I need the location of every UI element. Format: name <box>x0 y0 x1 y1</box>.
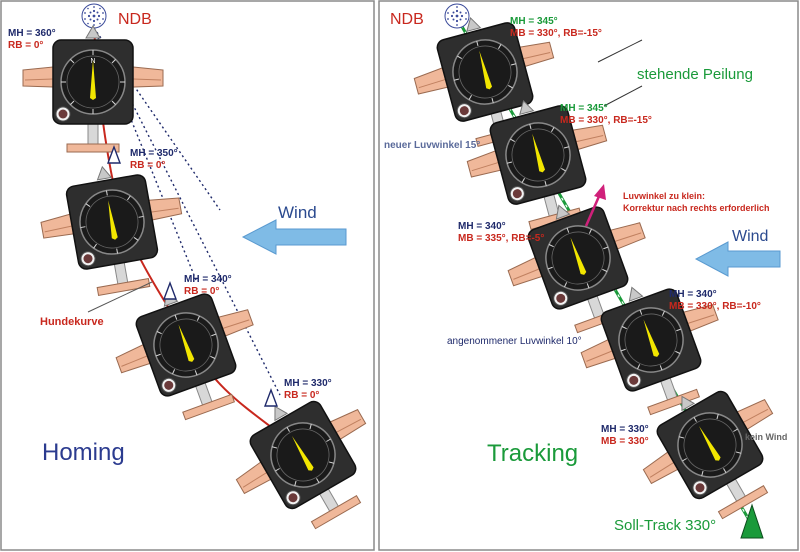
tracking-mh-label-5: MH = 330° <box>601 424 649 435</box>
tracking-mb-label-4: MB = 330°, RB=-10° <box>669 301 761 312</box>
wind-arrow-right <box>694 241 781 277</box>
aircraft-1: N <box>22 25 164 153</box>
tracking-mh-label-2: MH = 345° <box>560 103 608 114</box>
new-wca-label: neuer Luvwinkel 15° <box>384 140 480 151</box>
curve-pointer-line <box>87 281 153 313</box>
stationary-pointer-1 <box>597 39 643 63</box>
tracking-aircraft-5 <box>620 360 800 542</box>
mh-label-2: MH = 350° <box>130 148 178 159</box>
heading-markers <box>106 145 279 407</box>
tracking-aircraft-3 <box>492 180 669 349</box>
tracking-mh-label-1: MH = 345° <box>510 16 558 27</box>
wca-too-small-label-1: Luvwinkel zu klein: <box>623 191 705 201</box>
mh-label-4: MH = 330° <box>284 378 332 389</box>
rb-label-2: RB = 0° <box>130 160 165 171</box>
tracking-mh-label-4: MH = 340° <box>669 289 717 300</box>
assumed-wca-label: angenommener Luvwinkel 10° <box>447 336 582 347</box>
tracking-aircraft-4 <box>565 262 742 431</box>
ndb-beacon-icon-right <box>444 3 470 29</box>
aircraft-2 <box>32 153 194 304</box>
tracking-mb-label-5: MB = 330° <box>601 436 649 447</box>
wind-label-left: Wind <box>278 203 317 222</box>
rb-label-4: RB = 0° <box>284 390 319 401</box>
wind-label-right: Wind <box>732 228 768 245</box>
rb-label-1: RB = 0° <box>8 40 43 51</box>
wind-arrow-left <box>241 219 347 255</box>
aircraft-4 <box>213 370 400 552</box>
aircraft-3 <box>100 267 277 436</box>
tracking-mb-label-3: MB = 335°, RB=-5° <box>458 233 544 244</box>
stationary-bearing-label: stehende Peilung <box>637 66 753 83</box>
stationary-pointer-2 <box>603 85 643 107</box>
ndb-label-right: NDB <box>390 11 424 28</box>
tracking-mh-label-3: MH = 340° <box>458 221 506 232</box>
wca-too-small-label-2: Korrektur nach rechts erforderlich <box>623 203 770 213</box>
tracking-mb-label-2: MB = 330°, RB=-15° <box>560 115 652 126</box>
rb-label-3: RB = 0° <box>184 286 219 297</box>
right-panel-tracking: NDB <box>384 0 800 542</box>
tracking-aircraft-2 <box>455 82 625 242</box>
track-end-arrow <box>740 503 764 539</box>
no-wind-label: kein Wind <box>745 432 787 442</box>
ndb-label: NDB <box>118 11 152 28</box>
homing-title: Homing <box>42 439 125 466</box>
ndb-beacon-icon <box>81 3 107 29</box>
tracking-title: Tracking <box>487 440 578 467</box>
left-panel-homing: NDB N <box>8 3 400 552</box>
tracking-mb-label-1: MB = 330°, RB=-15° <box>510 28 602 39</box>
tracking-aircraft-1 <box>402 0 572 159</box>
correction-arrow <box>584 184 606 227</box>
mh-label-1: MH = 360° <box>8 28 56 39</box>
mh-label-3: MH = 340° <box>184 274 232 285</box>
desired-track-label: Soll-Track 330° <box>614 517 716 534</box>
hundekurve-label: Hundekurve <box>40 316 104 328</box>
